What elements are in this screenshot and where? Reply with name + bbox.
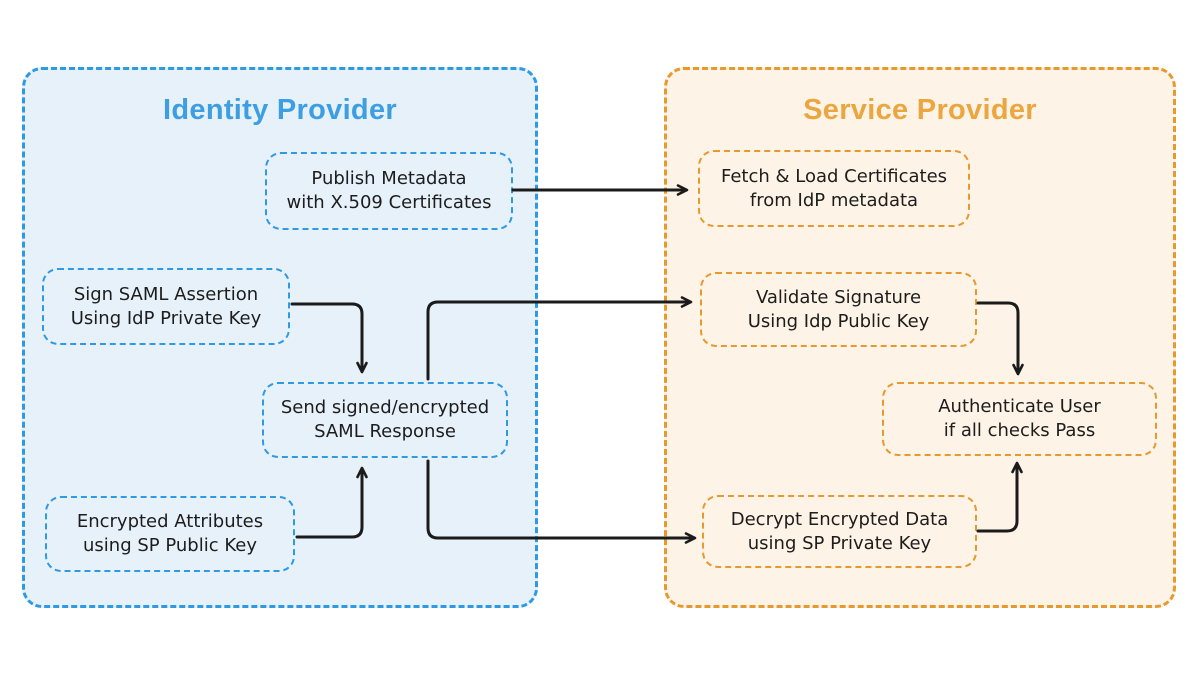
node-validate-signature: Validate Signature Using Idp Public Key	[700, 272, 977, 347]
node-encrypted-attributes: Encrypted Attributes using SP Public Key	[45, 496, 295, 572]
node-fetch-load-certificates: Fetch & Load Certificates from IdP metad…	[698, 150, 970, 227]
node-decrypt-encrypted-data: Decrypt Encrypted Data using SP Private …	[702, 495, 977, 568]
service-provider-title: Service Provider	[803, 94, 1037, 126]
node-authenticate-user: Authenticate User if all checks Pass	[882, 382, 1157, 456]
service-provider-panel: Service Provider	[664, 67, 1176, 608]
node-send-saml-response: Send signed/encrypted SAML Response	[262, 382, 508, 458]
node-publish-metadata: Publish Metadata with X.509 Certificates	[265, 152, 513, 230]
identity-provider-title: Identity Provider	[163, 94, 397, 126]
node-sign-saml-assertion: Sign SAML Assertion Using IdP Private Ke…	[42, 268, 290, 345]
